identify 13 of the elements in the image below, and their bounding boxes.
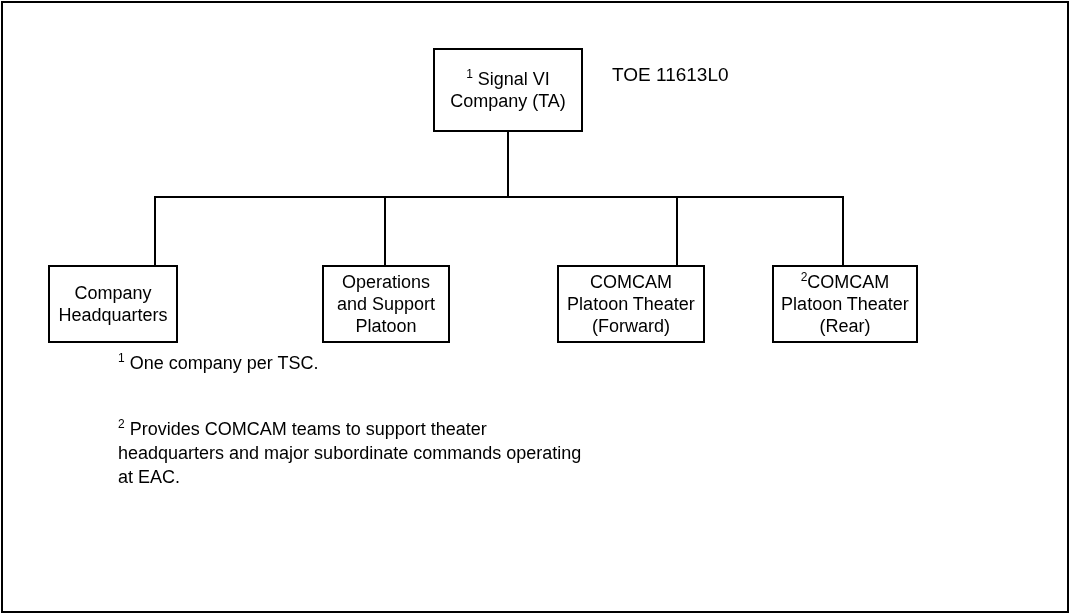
unit-name: COMCAM Platoon Theater (Forward) <box>566 271 696 337</box>
footnote: $^{1}$ One company per TSC. <box>118 350 320 375</box>
unit-name: $^{2}$COMCAM Platoon Theater (Rear) <box>780 271 910 337</box>
unit-name: Operations and Support Platoon <box>335 271 437 337</box>
org-box <box>772 265 918 343</box>
org-box <box>433 48 583 132</box>
org-box <box>557 265 705 343</box>
designation-label: TOE 11613L0 <box>612 64 729 86</box>
footnote: $^{2}$ Provides COMCAM teams to support theater headquarters and major subordinate commands operating at EAC. <box>118 416 583 489</box>
unit-name: Company Headquarters <box>57 282 169 326</box>
org-box <box>48 265 178 343</box>
org-box <box>322 265 450 343</box>
unit-name: $^{1}$ Signal VI Company (TA) <box>449 68 567 112</box>
